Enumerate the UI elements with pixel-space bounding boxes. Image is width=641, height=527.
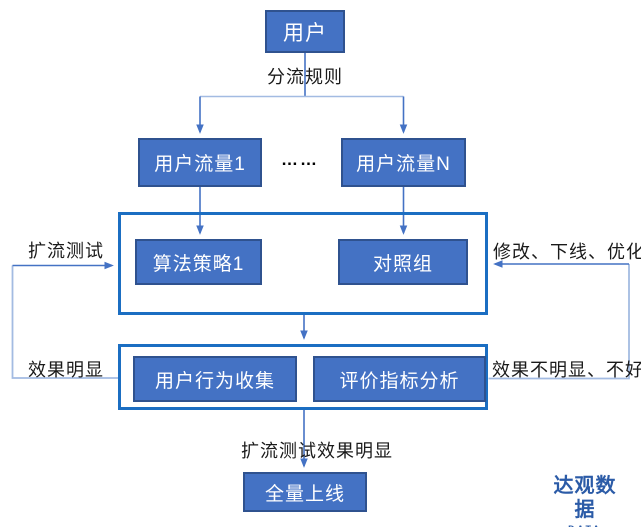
node-user: 用户	[265, 10, 345, 53]
node-algorithm-strategy-1: 算法策略1	[135, 239, 262, 285]
node-evaluation-metrics-analysis: 评价指标分析	[313, 356, 486, 402]
node-control-group: 对照组	[338, 239, 468, 285]
logo-chinese-text: 达观数据	[553, 475, 617, 521]
node-user-traffic-n: 用户流量N	[341, 138, 466, 187]
label-ellipsis: ……	[281, 150, 319, 169]
node-full-launch: 全量上线	[243, 472, 367, 512]
node-user-traffic-1: 用户流量1	[138, 138, 262, 187]
label-effect-not-obvious: 效果不明显、不好	[492, 360, 641, 380]
strategy-group-container	[118, 212, 488, 315]
logo-english-text: DATA GRAND	[545, 523, 625, 527]
label-split-rule: 分流规则	[267, 67, 343, 87]
label-expand-test: 扩流测试	[28, 241, 104, 261]
label-effect-obvious: 效果明显	[28, 360, 104, 380]
label-modify-offline-optimize: 修改、下线、优化	[493, 242, 641, 262]
label-expand-test-effect-obvious: 扩流测试效果明显	[241, 441, 393, 461]
datagrand-logo: 达观数据 DATA GRAND	[545, 474, 625, 527]
node-user-behavior-collection: 用户行为收集	[133, 356, 297, 402]
analysis-group-container	[118, 344, 488, 410]
